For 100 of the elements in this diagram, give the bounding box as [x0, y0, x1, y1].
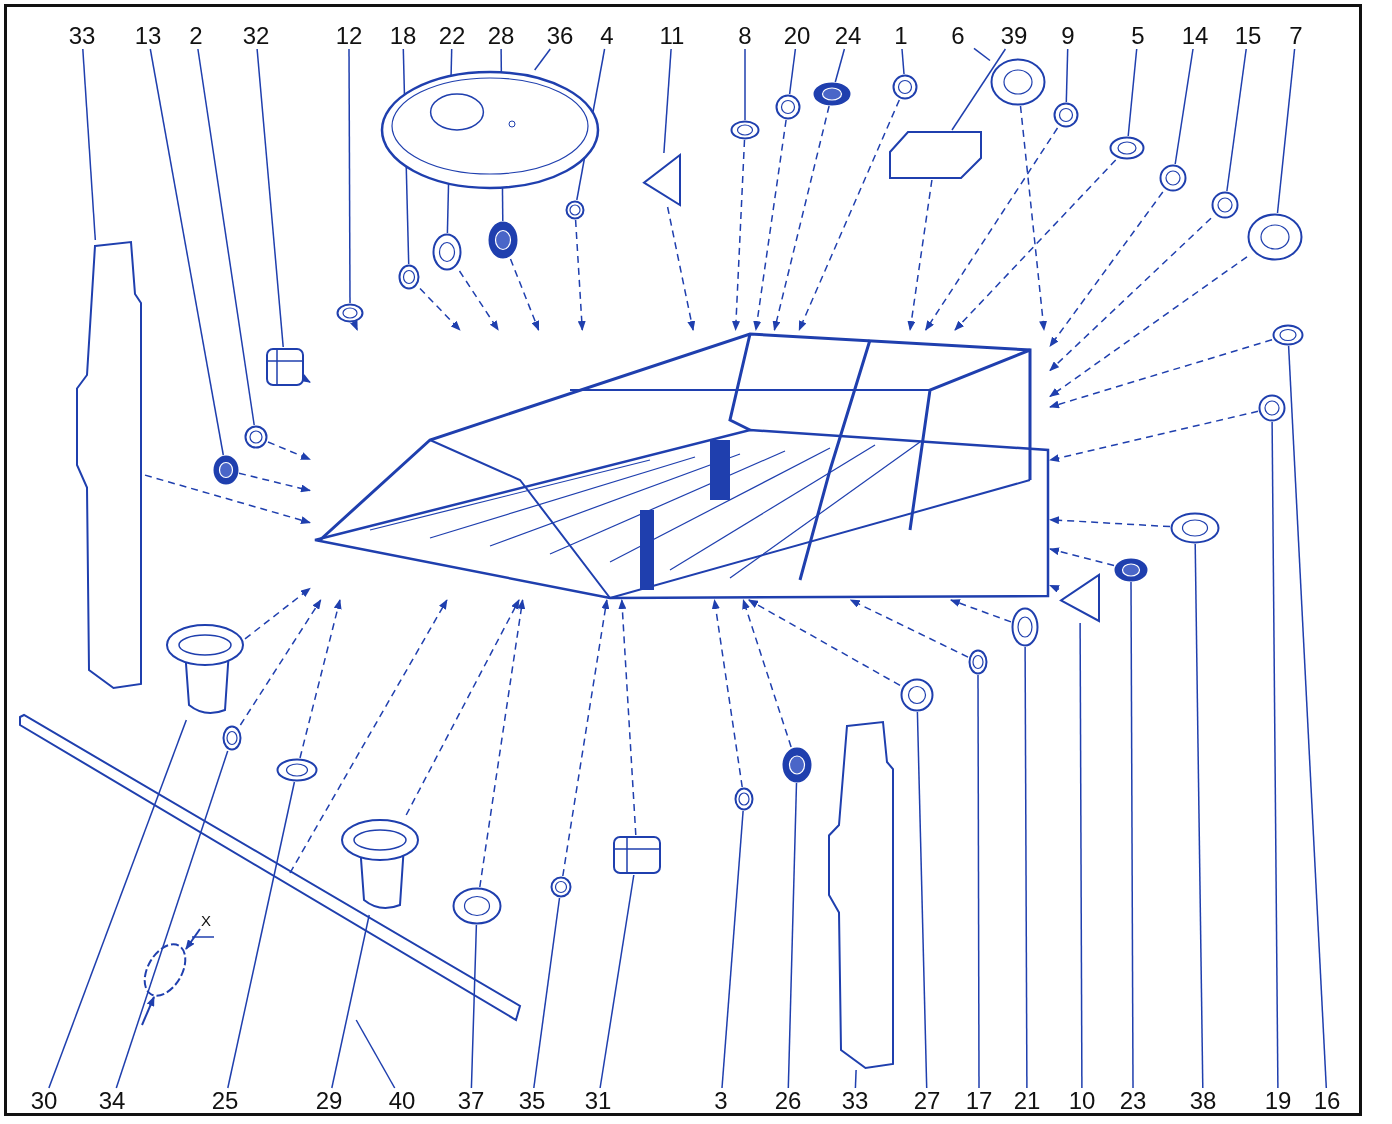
- plug: [1272, 324, 1304, 346]
- callout-number: 7: [1289, 23, 1303, 49]
- cover-plate: [1247, 213, 1303, 261]
- plug: [900, 678, 934, 712]
- fitting-line: [289, 599, 448, 874]
- sealing-patch: [642, 153, 682, 207]
- foam-block: [612, 835, 662, 875]
- leader-line: [1127, 48, 1138, 137]
- sealing-patch: [432, 233, 462, 271]
- plug: [1258, 394, 1286, 422]
- plug: [1211, 191, 1239, 219]
- sealing-patch: [1011, 607, 1039, 647]
- leader-line: [256, 48, 284, 348]
- fitting-line: [1049, 516, 1171, 528]
- callout-number: 32: [242, 23, 270, 49]
- leader-line: [901, 48, 905, 75]
- leader-line: [973, 47, 991, 62]
- callout-number: 20: [783, 23, 811, 49]
- callout-number: 26: [774, 1088, 802, 1114]
- seal-ring: [734, 787, 754, 811]
- leader-line: [1024, 646, 1028, 1089]
- leader-line: [533, 48, 552, 71]
- fitting-line: [849, 599, 969, 658]
- fitting-line: [509, 258, 540, 331]
- leader-line: [1065, 48, 1069, 103]
- callout-number: 18: [389, 23, 417, 49]
- fitting-line: [1049, 547, 1115, 567]
- leader-line: [787, 782, 798, 1089]
- sealing-patch: [276, 758, 318, 782]
- callout-number: 19: [1264, 1088, 1292, 1114]
- fitting-line: [753, 119, 787, 331]
- callout-number: 17: [965, 1088, 993, 1114]
- leader-line: [834, 48, 846, 83]
- leader-line: [402, 48, 410, 265]
- callout-number: 39: [1000, 23, 1028, 49]
- fitting-line: [742, 599, 792, 748]
- foam-panel: [827, 720, 897, 1070]
- leader-line: [1287, 345, 1328, 1089]
- seal-ring: [222, 725, 242, 751]
- leader-line: [854, 1069, 857, 1089]
- plug: [730, 120, 760, 140]
- plug: [1053, 102, 1079, 128]
- callout-number: 14: [1181, 23, 1209, 49]
- callout-number: 1: [894, 23, 908, 49]
- callout-number: 16: [1313, 1088, 1341, 1114]
- callout-number: 24: [834, 23, 862, 49]
- plug: [892, 74, 918, 100]
- fitting-line: [267, 441, 311, 461]
- leader-line: [348, 48, 351, 304]
- axis-label: X: [201, 913, 211, 929]
- fitting-line: [458, 270, 499, 331]
- fitting-line: [732, 139, 746, 331]
- fitting-line: [924, 127, 1059, 331]
- leader-line: [951, 48, 1007, 131]
- fitting-line: [238, 472, 311, 493]
- sealing-plate: [888, 130, 983, 180]
- fitting-line: [1019, 105, 1048, 331]
- callout-number: 15: [1234, 23, 1262, 49]
- seal-ring: [398, 264, 420, 290]
- plug: [452, 887, 502, 925]
- fitting-line: [1049, 584, 1060, 593]
- fitting-line: [772, 105, 830, 331]
- fitting-line: [1049, 217, 1212, 372]
- foam-panel: [75, 240, 145, 690]
- leader-line: [1174, 48, 1194, 165]
- leader-line: [470, 924, 478, 1089]
- plug: [336, 303, 364, 323]
- grommet: [213, 455, 239, 485]
- fitting-line: [666, 206, 696, 331]
- seal-ring: [244, 425, 268, 449]
- callout-number: 13: [134, 23, 162, 49]
- callout-number: 30: [30, 1088, 58, 1114]
- callout-number: 35: [518, 1088, 546, 1114]
- leader-line: [1130, 581, 1134, 1089]
- callout-number: 2: [189, 23, 203, 49]
- callout-number: 6: [951, 23, 965, 49]
- callout-number: 38: [1189, 1088, 1217, 1114]
- plug: [775, 94, 801, 120]
- callout-number: 33: [841, 1088, 869, 1114]
- plug: [565, 200, 585, 220]
- plug: [1109, 136, 1145, 160]
- seal-ring: [550, 876, 572, 898]
- callout-number: 27: [913, 1088, 941, 1114]
- seal-strip: [20, 715, 520, 1020]
- callout-number: 9: [1061, 23, 1075, 49]
- leader-line: [1276, 48, 1296, 214]
- fitting-line: [954, 159, 1117, 331]
- leader-line: [1079, 622, 1083, 1089]
- leader-line: [533, 897, 561, 1089]
- callout-number: 40: [388, 1088, 416, 1114]
- fitting-line: [574, 219, 586, 331]
- leader-line: [788, 48, 797, 95]
- leader-line: [355, 1019, 396, 1089]
- leader-line: [663, 48, 672, 154]
- fitting-line: [949, 599, 1012, 623]
- callout-number: 23: [1119, 1088, 1147, 1114]
- callout-number: 36: [546, 23, 574, 49]
- fitting-line: [748, 599, 901, 687]
- fitting-line: [144, 474, 311, 524]
- leader-line: [599, 874, 635, 1089]
